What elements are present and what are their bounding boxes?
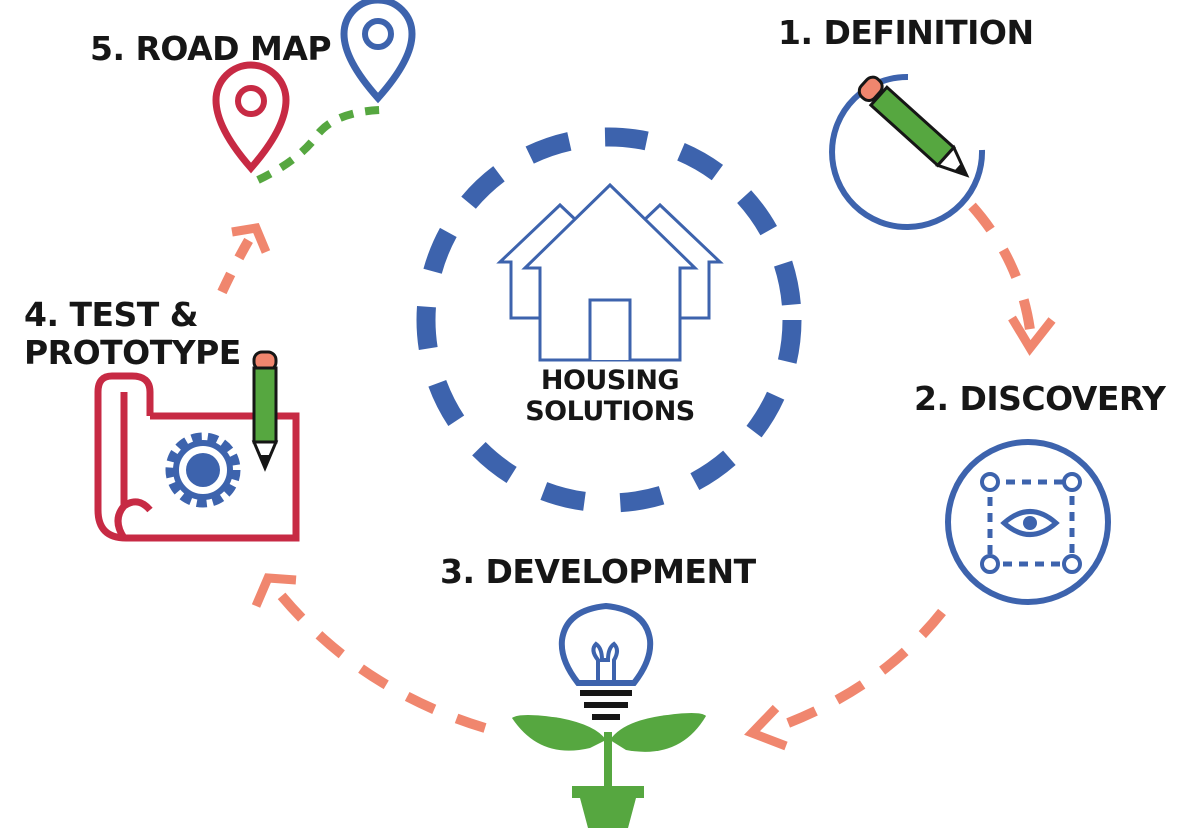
center-title: HOUSING SOLUTIONS [500,365,720,427]
center-title-line1: HOUSING [540,365,680,396]
step-label-discovery: 2. DISCOVERY [914,379,1166,418]
step-label-road-map: 5. ROAD MAP [90,29,332,68]
step-label-development: 3. DEVELOPMENT [440,552,756,591]
map-pins-icon [212,0,416,184]
center-title-line2: SOLUTIONS [525,396,695,427]
pencil-icon [829,73,986,230]
step-label-test-prototype: 4. TEST & PROTOTYPE [24,296,241,372]
arrow-test-to-roadmap [217,235,255,295]
step-label-test-line1: 4. TEST & [24,295,199,334]
arrow-development-to-test [276,590,487,733]
step-label-definition: 1. DEFINITION [778,13,1034,52]
cycle-arrows [217,202,1056,751]
eye-selection-icon [945,439,1111,605]
houses-icon [496,182,724,362]
step-label-test-line2: PROTOTYPE [24,333,241,372]
arrow-definition-to-discovery [968,202,1035,331]
blueprint-gear-icon [94,350,300,542]
center-dashed-ring [416,127,802,513]
lightbulb-plant-icon [512,602,706,828]
arrow-discovery-to-development [773,608,946,733]
